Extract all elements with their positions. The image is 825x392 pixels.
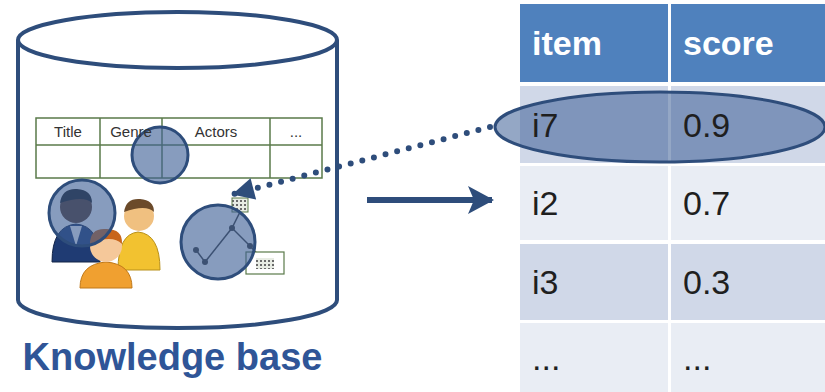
table-cell: i7 xyxy=(520,86,668,163)
score-table-cells-part xyxy=(520,166,668,240)
table-cell: i3 xyxy=(520,244,668,320)
graph-icon-part xyxy=(256,258,274,269)
database-cylinder xyxy=(18,12,337,328)
table-header: score xyxy=(671,4,825,82)
table-header: item xyxy=(520,4,668,82)
score-table-cells-part xyxy=(671,4,825,82)
score-table: itemscorei70.9i20.7i30.3...... xyxy=(520,4,825,392)
flow-arrow xyxy=(367,197,492,203)
database-cylinder-part xyxy=(18,40,337,328)
attribute-table-part xyxy=(269,118,271,178)
table-cell: ... xyxy=(520,323,668,392)
score-table-cells-part xyxy=(671,166,825,240)
score-table-cells-part xyxy=(520,323,668,392)
user-icons-part xyxy=(80,262,132,288)
knowledge-base-cylinder: Knowledge base xyxy=(0,0,345,392)
score-table-cells xyxy=(520,4,825,392)
column-heading: ... xyxy=(270,124,322,139)
score-table-cells-part xyxy=(520,4,668,82)
node-title: Knowledge base xyxy=(0,338,345,376)
table-cell: 0.9 xyxy=(671,86,825,163)
user-icons-part xyxy=(124,199,154,212)
score-table-cells-part xyxy=(520,244,668,320)
column-heading: Genre xyxy=(100,124,162,139)
attribute-table-part xyxy=(99,118,101,178)
column-heading: Actors xyxy=(162,124,270,139)
table-cell: i2 xyxy=(520,166,668,240)
table-cell: 0.7 xyxy=(671,166,825,240)
database-cylinder-part xyxy=(18,12,337,68)
user-icons-part xyxy=(118,232,160,270)
score-table-cells-part xyxy=(671,244,825,320)
highlight-circles xyxy=(49,127,255,279)
highlight-circles-part xyxy=(49,180,115,246)
score-table-cells-part xyxy=(671,323,825,392)
dotted-arrow xyxy=(234,127,490,194)
column-heading: Title xyxy=(36,124,100,139)
highlight-circles-part xyxy=(181,205,255,279)
table-cell: 0.3 xyxy=(671,244,825,320)
table-cell: ... xyxy=(671,323,825,392)
